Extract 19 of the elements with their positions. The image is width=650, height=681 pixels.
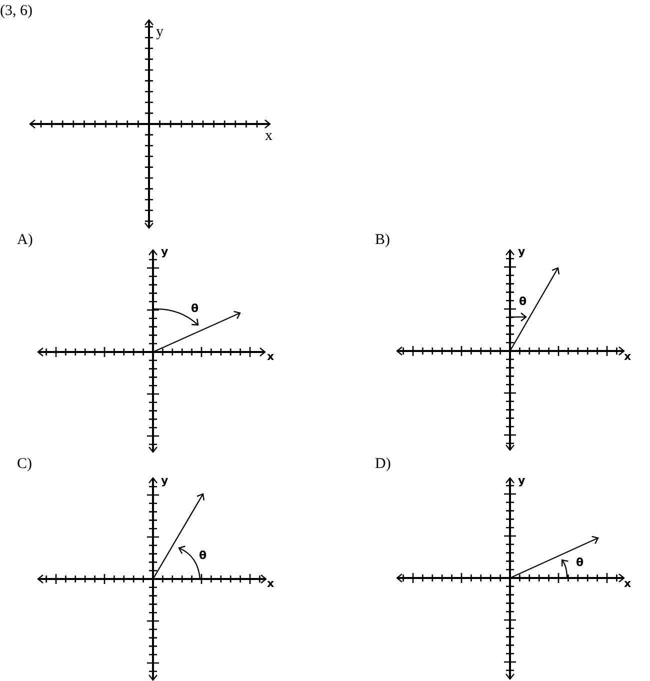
axis-label: x	[267, 351, 274, 362]
axis-label: x	[265, 129, 272, 144]
axis-label: y	[518, 475, 526, 486]
axis-label: x	[624, 578, 632, 589]
option-label: C)	[17, 457, 32, 472]
axis-label: x	[624, 351, 632, 362]
axis-label: y	[161, 475, 168, 486]
option-label: B)	[375, 233, 390, 248]
angle-label: θ	[199, 550, 207, 561]
axis-label: x	[267, 578, 274, 589]
angle-label: θ	[191, 303, 199, 314]
angle-label: θ	[519, 296, 527, 307]
angle-label: θ	[576, 557, 584, 568]
axis-label: y	[156, 25, 164, 40]
point-label: (3, 6)	[0, 4, 32, 19]
option-label: A)	[17, 233, 33, 248]
axis-label: y	[161, 246, 168, 257]
axis-label: y	[518, 246, 526, 257]
option-label: D)	[375, 457, 391, 472]
